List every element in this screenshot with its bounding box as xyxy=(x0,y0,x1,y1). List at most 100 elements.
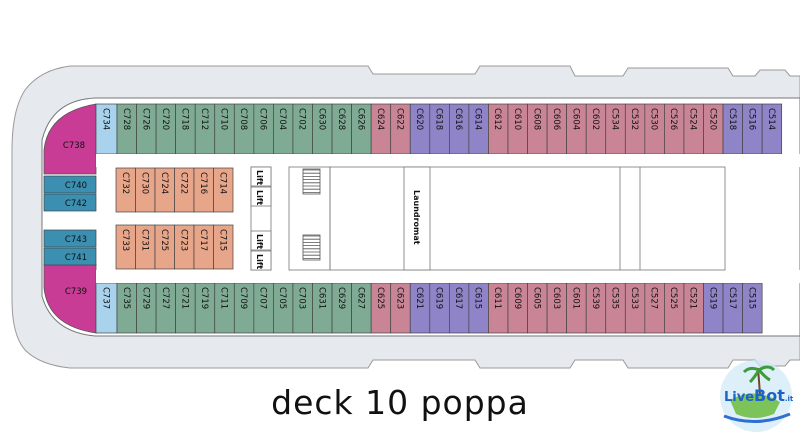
cabin-label: C729 xyxy=(140,287,150,309)
cabin-label: C518 xyxy=(727,108,737,130)
cabin-label: C717 xyxy=(198,229,208,251)
cabin-label: C527 xyxy=(649,287,659,309)
cabin-label: C735 xyxy=(121,287,131,309)
cabin-label: C709 xyxy=(238,287,248,309)
cabin-label: C737 xyxy=(101,287,111,309)
lift-label-4: Lift xyxy=(255,254,264,269)
stern-cabin-label: C742 xyxy=(65,199,87,209)
liveboat-logo xyxy=(720,360,792,432)
cabin-label: C524 xyxy=(688,108,698,130)
cabin-label: C724 xyxy=(159,172,169,194)
cabin-label: C624 xyxy=(375,108,385,130)
cabin-label: C611 xyxy=(492,287,502,309)
cabin-label: C708 xyxy=(238,108,248,130)
logo-part-live: Live xyxy=(724,390,755,405)
stern-cabin-label: C740 xyxy=(65,181,87,191)
staircase-top-icon xyxy=(302,168,321,195)
stern-cabin[interactable] xyxy=(43,175,97,194)
cabin-label: C614 xyxy=(473,108,483,130)
cabin-label: C605 xyxy=(531,287,541,309)
cabin-label: C716 xyxy=(198,172,208,194)
cabin-label: C621 xyxy=(414,287,424,309)
cabin-label: C732 xyxy=(120,172,130,194)
cabin-label: C517 xyxy=(727,287,737,309)
liveboat-logo-text: LiveBot.it xyxy=(724,386,793,405)
cabin-label: C604 xyxy=(570,108,580,130)
corridor-top xyxy=(96,154,800,167)
cabin-label: C734 xyxy=(101,108,111,130)
cabin-label: C623 xyxy=(394,287,404,309)
logo-part-bo: Bo xyxy=(754,386,778,405)
lift-label-2: Lift xyxy=(255,190,264,205)
cabin-label: C622 xyxy=(394,108,404,130)
cabin-label: C626 xyxy=(355,108,365,130)
cabin-label: C533 xyxy=(629,287,639,309)
cabin-label: C603 xyxy=(551,287,561,309)
logo-suffix: .it xyxy=(784,395,794,403)
lift-4[interactable] xyxy=(250,250,272,271)
cabin-label: C521 xyxy=(688,287,698,309)
cabin-label: C706 xyxy=(258,108,268,130)
cabin-label: C703 xyxy=(297,287,307,309)
cabin-label: C539 xyxy=(590,287,600,309)
cabin[interactable] xyxy=(213,167,234,213)
cabin-label: C627 xyxy=(355,287,365,309)
service-core xyxy=(403,166,431,271)
stern-cabin[interactable] xyxy=(43,193,97,212)
cabin-label: C617 xyxy=(453,287,463,309)
stern-cabin[interactable] xyxy=(43,229,97,248)
stern-cabin-bottom-label: C739 xyxy=(65,287,87,297)
cabin-label: C711 xyxy=(219,287,229,309)
cabin-label: C722 xyxy=(178,172,188,194)
island-icon xyxy=(730,393,780,418)
lift-2[interactable] xyxy=(250,186,272,207)
cabin-label: C520 xyxy=(707,108,717,130)
cabin-label: C707 xyxy=(258,287,268,309)
wave-icon xyxy=(723,412,791,424)
cabin-label: C727 xyxy=(160,287,170,309)
central-hall xyxy=(329,166,726,271)
cabin-label: C519 xyxy=(707,287,717,309)
stern-cabin-bottom[interactable] xyxy=(43,263,97,334)
palm-tree-icon xyxy=(742,365,776,384)
lift-3[interactable] xyxy=(250,230,272,251)
cabin-label: C601 xyxy=(570,287,580,309)
stern-cabin-top[interactable] xyxy=(43,103,97,175)
logo-part-t: t xyxy=(777,386,785,405)
cabin-label: C725 xyxy=(159,229,169,251)
cabin-label: C710 xyxy=(219,108,229,130)
lift-1[interactable] xyxy=(250,166,272,187)
cabin-label: C726 xyxy=(140,108,150,130)
lift-label-1: Lift xyxy=(255,170,264,185)
stern-cabin-top-label: C738 xyxy=(63,141,85,151)
cabin-label: C616 xyxy=(453,108,463,130)
stair-outline xyxy=(302,168,321,195)
cabin-label: C526 xyxy=(668,108,678,130)
staircase-bottom-icon xyxy=(302,234,321,261)
cabin-label: C704 xyxy=(277,108,287,130)
cabin-label: C516 xyxy=(746,108,756,130)
cabin[interactable] xyxy=(213,224,234,270)
cabin-label: C608 xyxy=(531,108,541,130)
cabin-label: C532 xyxy=(629,108,639,130)
cabin-label: C615 xyxy=(473,287,483,309)
stair-well xyxy=(288,166,331,271)
laundromat-label: Laundromat xyxy=(412,190,421,245)
cabin-label: C630 xyxy=(316,108,326,130)
stern-cabin-label: C741 xyxy=(65,253,87,263)
stair-outline xyxy=(302,234,321,261)
cabin-label: C514 xyxy=(766,108,776,130)
cabin-label: C733 xyxy=(120,229,130,251)
cabin-label: C606 xyxy=(551,108,561,130)
cabin-label: C705 xyxy=(277,287,287,309)
cabin-label: C702 xyxy=(297,108,307,130)
cabin-label: C718 xyxy=(179,108,189,130)
cabin-label: C625 xyxy=(375,287,385,309)
cabin-label: C602 xyxy=(590,108,600,130)
cabin-label: C620 xyxy=(414,108,424,130)
cabin-label: C515 xyxy=(746,287,756,309)
stern-cabin[interactable] xyxy=(43,247,97,266)
